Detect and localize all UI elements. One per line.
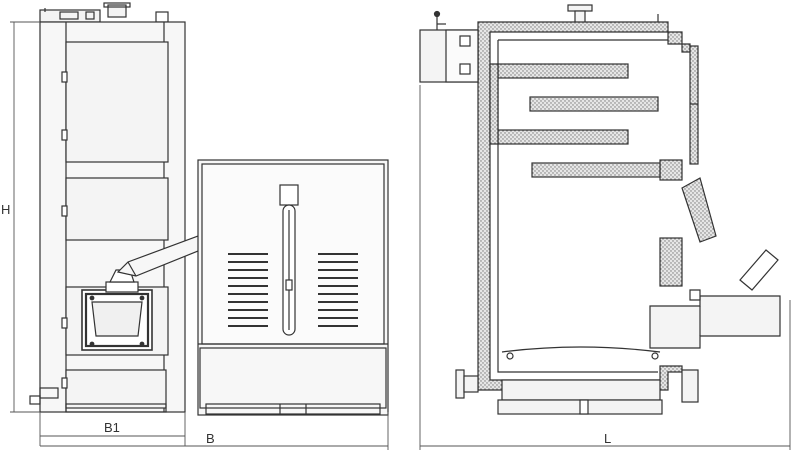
flue-outlet: [107, 4, 127, 18]
hopper-vent-left: [228, 253, 268, 327]
hopper-vent-right: [318, 253, 358, 327]
baffle-3: [497, 129, 629, 145]
side-section-view: [419, 4, 781, 415]
return-inlet: [455, 369, 465, 399]
dimension-label-b1: B1: [104, 420, 120, 435]
insulation-shell: [477, 21, 691, 391]
dimension-label-length: L: [604, 431, 612, 446]
dimension-label-b: B: [206, 431, 215, 446]
ash-door-section: [681, 369, 699, 403]
dimension-label-height: H: [1, 202, 11, 217]
dimension-lines: [10, 21, 791, 450]
baffle-4: [531, 162, 661, 178]
baffle-1: [497, 63, 629, 79]
upper-door: [65, 41, 169, 163]
middle-door: [65, 177, 169, 241]
ash-pan: [501, 379, 661, 401]
front-view-boiler: [29, 2, 186, 413]
burner-side: [649, 295, 781, 349]
hopper-auger-tube: [279, 184, 299, 206]
baffle-2: [529, 96, 659, 112]
upper-door-section: [689, 45, 699, 165]
top-nozzle: [567, 4, 593, 12]
ash-door: [65, 369, 167, 409]
front-view-hopper: [197, 159, 389, 416]
middle-door-section: [681, 177, 717, 243]
